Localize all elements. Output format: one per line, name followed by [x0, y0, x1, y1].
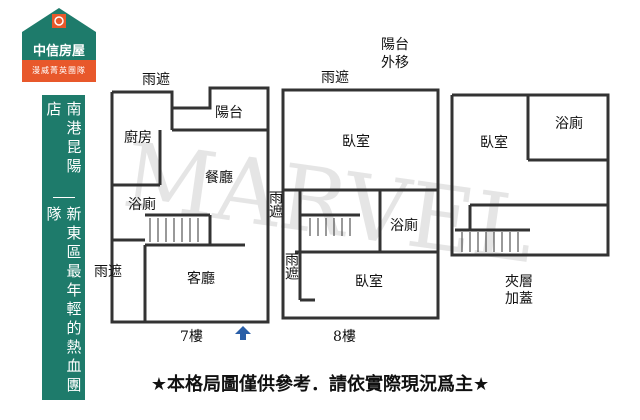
- entrance-arrow-icon: [235, 326, 251, 340]
- team-name: 漫威菁英團隊: [22, 60, 96, 82]
- floor7-walls: [110, 86, 270, 324]
- f8-bedroom-top: 臥室: [342, 134, 370, 150]
- floor8-title: 8樓: [333, 329, 356, 345]
- loft-bedroom: 臥室: [480, 135, 508, 151]
- floor8-walls: [281, 88, 440, 320]
- f7-kitchen: 廚房: [124, 130, 152, 146]
- watermark: MARVEL: [117, 123, 540, 284]
- f7-canopy-left: 雨遮: [94, 264, 122, 280]
- f7-living: 客廳: [187, 271, 215, 287]
- f8-bedroom-bottom: 臥室: [355, 274, 383, 290]
- slogan: 新東區最年輕的熱血團隊: [44, 206, 83, 397]
- f8-canopy-left-2: 雨遮: [283, 252, 299, 280]
- loft-stairs: [461, 232, 519, 252]
- loft-title-1: 夾層: [505, 274, 533, 290]
- f7-balcony: 陽台: [215, 105, 243, 121]
- brand-name: 中信房屋: [32, 44, 85, 59]
- house-logo-icon: [22, 8, 96, 62]
- f7-bathroom: 浴廁: [128, 197, 156, 213]
- f8-canopy-left: 雨遮: [267, 190, 283, 218]
- floor7-stairs: [149, 218, 199, 242]
- loft-title-2: 加蓋: [505, 291, 533, 307]
- floor8-stairs: [309, 218, 351, 236]
- store-name: 南港昆陽店: [44, 101, 83, 177]
- store-banner: 南港昆陽店 新東區最年輕的熱血團隊: [42, 95, 85, 400]
- f7-canopy-top: 雨遮: [142, 72, 170, 88]
- loft-walls: [450, 93, 610, 257]
- f8-balcony-note-2: 外移: [381, 55, 409, 71]
- disclaimer: ★本格局圖僅供參考．請依實際現況爲主★: [150, 374, 490, 395]
- f7-dining: 餐廳: [205, 170, 233, 186]
- f8-bathroom: 浴廁: [390, 218, 418, 234]
- floor7-title: 7樓: [180, 329, 203, 345]
- f8-canopy-top: 雨遮: [321, 70, 349, 86]
- loft-bathroom: 浴廁: [555, 116, 583, 132]
- divider: [52, 197, 75, 199]
- f8-balcony-note-1: 陽台: [381, 37, 409, 53]
